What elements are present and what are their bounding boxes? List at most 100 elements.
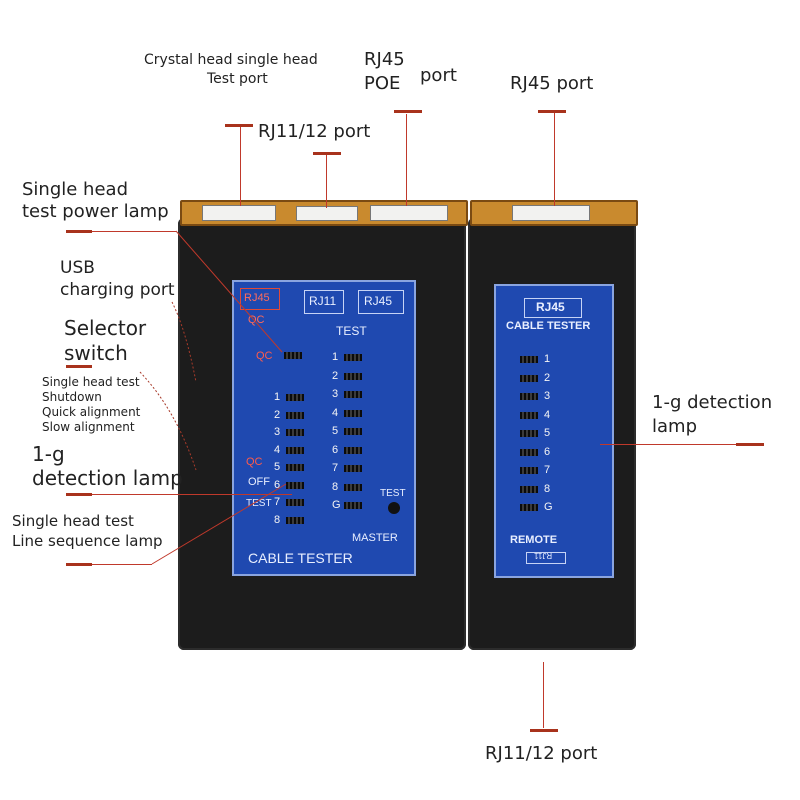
leader-single-head-seq — [92, 564, 152, 565]
master-left-led — [286, 429, 304, 436]
master-left-led — [286, 464, 304, 471]
label-usb-1: USB — [60, 258, 95, 278]
remote-number: 7 — [544, 464, 551, 476]
label-crystal-head-2: Test port — [207, 71, 268, 87]
marker-selector-switch — [66, 365, 92, 368]
master-left-number: 4 — [274, 443, 281, 456]
test-button[interactable] — [388, 502, 400, 514]
master-right-led — [344, 465, 362, 472]
remote-rj11-tag: RJ11 — [534, 551, 553, 560]
master-right-number: 1 — [332, 351, 339, 363]
leader-rj11-bottom — [543, 662, 544, 728]
rj11-port-top[interactable] — [296, 206, 358, 221]
label-one-g-right-2: lamp — [652, 416, 697, 437]
label-mode-2: Shutdown — [42, 390, 102, 404]
crystal-head-port[interactable] — [202, 205, 276, 221]
remote-rj11-tag-box — [526, 552, 566, 564]
master-right-led — [344, 483, 362, 491]
label-rj11-top: RJ11/12 port — [258, 121, 371, 142]
mode-off-label: OFF — [248, 476, 270, 488]
label-rj45-poe-2: POE — [364, 73, 401, 94]
master-right-led — [344, 354, 362, 361]
marker-rj45-port — [538, 110, 566, 113]
label-mode-3: Quick alignment — [42, 405, 141, 419]
label-rj45-poe-1: RJ45 — [364, 49, 405, 70]
master-right-number: G — [332, 499, 341, 511]
label-rj11-bottom: RJ11/12 port — [485, 743, 598, 764]
leader-crystal-head — [240, 126, 241, 206]
marker-single-head-power — [66, 230, 92, 233]
master-left-number: 7 — [274, 496, 281, 508]
master-left-led — [286, 481, 304, 489]
label-rj45-poe-port: port — [420, 65, 457, 86]
label-seq-2: Line sequence lamp — [12, 532, 163, 550]
marker-single-head-seq — [66, 563, 92, 566]
master-right-number: 3 — [332, 388, 339, 400]
rj45-poe-port[interactable] — [370, 205, 448, 221]
master-right-number: 5 — [332, 425, 339, 437]
master-right-led — [344, 428, 362, 435]
qc-top-label: QC — [248, 314, 265, 326]
remote-led — [520, 430, 538, 437]
label-crystal-head-1: Crystal head single head — [144, 52, 318, 68]
rj11-label: RJ11 — [309, 294, 337, 308]
master-left-number: 8 — [274, 513, 281, 526]
label-one-g-right-1: 1-g detection — [652, 392, 773, 413]
cable-tester-label: CABLE TESTER — [248, 550, 353, 566]
remote-number: 5 — [544, 427, 551, 439]
leader-rj11-top — [326, 154, 327, 208]
remote-number: 8 — [544, 482, 551, 495]
master-left-led — [286, 516, 304, 524]
remote-led — [520, 467, 538, 474]
master-right-led — [344, 502, 362, 509]
remote-number: 4 — [544, 408, 551, 421]
qc-led — [284, 352, 302, 359]
remote-number: 2 — [544, 371, 551, 384]
remote-label: REMOTE — [510, 534, 558, 546]
label-single-head-power-2: test power lamp — [22, 201, 169, 222]
rj45-remote-port[interactable] — [512, 205, 590, 221]
remote-rj45-box — [524, 298, 582, 318]
mode-test-label: TEST — [246, 498, 272, 509]
master-left-led — [286, 446, 304, 454]
rj45-red-label: RJ45 — [244, 292, 270, 304]
master-left-number: 5 — [274, 461, 281, 473]
master-right-led — [344, 391, 362, 398]
master-label: MASTER — [352, 532, 398, 544]
marker-one-g-right — [736, 443, 764, 446]
master-left-number: 6 — [274, 478, 281, 491]
master-right-number: 2 — [332, 369, 339, 382]
remote-title: RJ45 — [536, 300, 565, 314]
leader-single-head-power — [92, 231, 176, 232]
remote-number: 3 — [544, 390, 551, 402]
label-mode-4: Slow alignment — [42, 420, 135, 434]
master-left-led — [286, 394, 304, 401]
master-left-led — [286, 499, 304, 506]
rj11-box — [304, 290, 344, 314]
label-rj45-port: RJ45 port — [510, 73, 594, 94]
leader-one-g-right — [600, 444, 736, 445]
master-left-number: 1 — [274, 391, 281, 403]
remote-led — [520, 485, 538, 493]
marker-rj11-bottom — [530, 729, 558, 732]
remote-number: 6 — [544, 445, 551, 458]
master-right-number: 4 — [332, 406, 339, 419]
remote-led — [520, 356, 538, 363]
master-right-led — [344, 409, 362, 417]
leader-one-g-left — [92, 494, 292, 495]
master-left-number: 2 — [274, 408, 281, 421]
qc-row-label: QC — [256, 350, 273, 362]
remote-subtitle: CABLE TESTER — [506, 320, 591, 332]
test-button-label: TEST — [380, 488, 406, 499]
master-left-number: 3 — [274, 426, 281, 438]
leader-rj45-port — [554, 112, 555, 206]
label-single-head-power-1: Single head — [22, 179, 128, 200]
marker-crystal-head — [225, 124, 253, 127]
remote-led — [520, 411, 538, 419]
master-left-led — [286, 411, 304, 419]
mode-qc-label: QC — [246, 456, 263, 468]
label-usb-2: charging port — [60, 280, 175, 300]
rj45-box — [358, 290, 404, 314]
master-right-number: 7 — [332, 462, 339, 474]
remote-number: G — [544, 501, 553, 513]
